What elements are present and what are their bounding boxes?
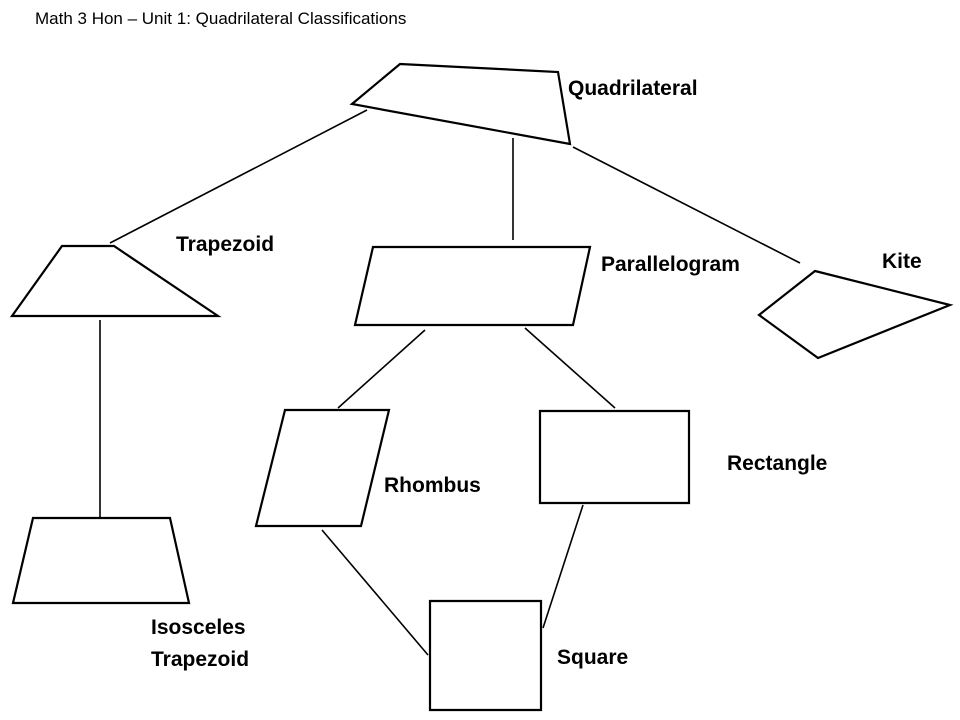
parallelogram-shape — [353, 245, 592, 327]
link-rectangle-square — [542, 504, 584, 629]
isosceles-trapezoid-label-line2: Trapezoid — [151, 648, 250, 671]
quadrilateral-shape — [349, 62, 572, 146]
rhombus-shape — [254, 408, 391, 528]
isosceles-trapezoid-label-line1: Isosceles — [151, 616, 246, 639]
rectangle-label: Rectangle — [727, 452, 828, 475]
isosceles-trapezoid-shape — [11, 516, 191, 605]
kite-label: Kite — [882, 250, 922, 273]
square-shape — [428, 599, 543, 712]
trapezoid-shape — [9, 244, 222, 318]
quadrilateral-label: Quadrilateral — [568, 77, 698, 100]
parallelogram-label: Parallelogram — [601, 253, 740, 276]
trapezoid-label: Trapezoid — [176, 233, 275, 256]
kite-shape — [757, 269, 954, 360]
link-quadrilateral-kite — [572, 146, 801, 264]
link-quadrilateral-trapezoid — [109, 109, 368, 244]
rectangle-shape — [538, 409, 691, 505]
rhombus-label: Rhombus — [384, 474, 481, 497]
link-parallelogram-rhombus — [337, 329, 426, 409]
link-rhombus-square — [321, 529, 429, 656]
link-parallelogram-rectangle — [524, 327, 616, 409]
page-title: Math 3 Hon – Unit 1: Quadrilateral Class… — [35, 9, 407, 28]
square-label: Square — [557, 646, 629, 669]
